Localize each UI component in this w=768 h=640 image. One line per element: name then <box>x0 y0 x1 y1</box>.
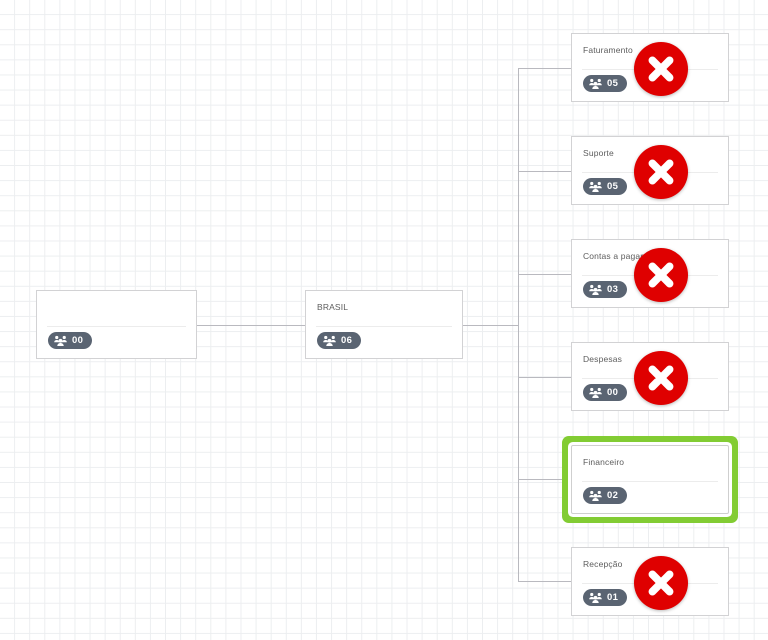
people-group-icon <box>589 387 602 398</box>
red-x-circle-icon[interactable] <box>634 145 688 199</box>
org-node-divider <box>582 481 718 482</box>
member-count-value: 05 <box>607 180 619 192</box>
member-count-value: 00 <box>72 334 84 346</box>
red-x-circle-icon[interactable] <box>634 42 688 96</box>
org-node-brasil[interactable]: BRASIL 06 <box>305 290 463 359</box>
people-group-icon <box>589 490 602 501</box>
org-node-financeiro[interactable]: Financeiro 02 <box>571 445 729 514</box>
org-node-title: Suporte <box>583 148 614 158</box>
member-count-badge[interactable]: 00 <box>48 332 93 349</box>
member-count-badge[interactable]: 02 <box>583 487 628 504</box>
connector-brasil-to-trunk <box>463 325 519 326</box>
red-x-circle-icon[interactable] <box>634 248 688 302</box>
member-count-badge[interactable]: 05 <box>583 75 628 92</box>
connector-trunk <box>518 68 519 582</box>
org-node-title: Financeiro <box>583 457 625 467</box>
member-count-badge[interactable]: 05 <box>583 178 628 195</box>
people-group-icon <box>323 335 336 346</box>
org-node-title: Faturamento <box>583 45 633 55</box>
org-node-root[interactable]: 00 <box>36 290 197 359</box>
connector-trunk-to-despesas <box>518 377 571 378</box>
people-group-icon <box>589 78 602 89</box>
member-count-value: 02 <box>607 489 619 501</box>
connector-trunk-to-contas-a-pagar <box>518 274 571 275</box>
org-node-title: Recepção <box>583 559 623 569</box>
connector-trunk-to-faturamento <box>518 68 571 69</box>
member-count-value: 05 <box>607 77 619 89</box>
connector-trunk-to-financeiro <box>518 479 571 480</box>
org-node-title: BRASIL <box>317 302 349 312</box>
people-group-icon <box>589 181 602 192</box>
member-count-value: 06 <box>341 334 353 346</box>
org-node-title: Despesas <box>583 354 622 364</box>
people-group-icon <box>589 592 602 603</box>
connector-trunk-to-recepcao <box>518 581 571 582</box>
member-count-badge[interactable]: 06 <box>317 332 362 349</box>
red-x-circle-icon[interactable] <box>634 351 688 405</box>
org-node-divider <box>316 326 452 327</box>
org-node-divider <box>47 326 186 327</box>
member-count-value: 03 <box>607 283 619 295</box>
connector-root-to-brasil <box>197 325 305 326</box>
member-count-value: 00 <box>607 386 619 398</box>
red-x-circle-icon[interactable] <box>634 556 688 610</box>
member-count-badge[interactable]: 03 <box>583 281 628 298</box>
member-count-badge[interactable]: 01 <box>583 589 628 606</box>
people-group-icon <box>589 284 602 295</box>
connector-trunk-to-suporte <box>518 171 571 172</box>
org-node-title: Contas a pagar <box>583 251 644 261</box>
member-count-value: 01 <box>607 591 619 603</box>
member-count-badge[interactable]: 00 <box>583 384 628 401</box>
people-group-icon <box>54 335 67 346</box>
